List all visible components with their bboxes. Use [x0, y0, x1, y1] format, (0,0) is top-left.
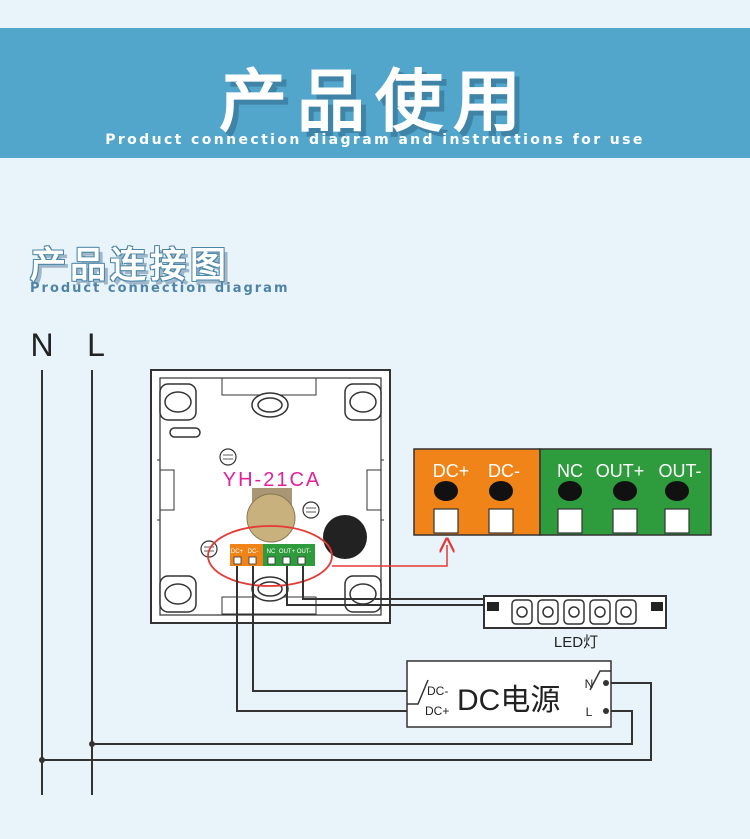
header-banner: 产品使用 Product connection diagram and inst… [0, 28, 750, 158]
enlarged-terminal-out-minus: OUT- [659, 461, 702, 481]
section-subtitle: Product connection diagram [30, 281, 290, 296]
device-terminal-block [230, 544, 315, 566]
wire-neutral-to-psu [42, 682, 652, 761]
neutral-label: N [30, 327, 53, 363]
enlarged-terminal-block [413, 448, 712, 536]
small-terminal-dc-plus: DC+ [231, 549, 244, 555]
led-strip [483, 595, 667, 629]
section-title: 产品连接图 [30, 245, 231, 286]
led-label: LED灯 [554, 634, 598, 651]
live-label: L [87, 327, 105, 363]
enlarged-terminal-nc: NC [557, 461, 583, 481]
small-terminal-nc: NC [267, 549, 276, 555]
psu-label: DC电源 [457, 684, 560, 717]
wire-live-to-psu [92, 710, 633, 745]
psu-n-label: N [585, 677, 594, 691]
device-model-label: YH-21CA [223, 469, 321, 491]
psu-dc-plus-label: DC+ [425, 704, 449, 718]
psu-dc-minus-label: DC- [427, 684, 448, 698]
banner-title: 产品使用 [218, 63, 531, 142]
small-terminal-dc-minus: DC- [248, 549, 259, 555]
enlarged-terminal-dc-minus: DC- [488, 461, 520, 481]
device-wires [236, 566, 487, 712]
small-terminal-out-minus: OUT- [297, 549, 311, 555]
device-back-plate [150, 369, 391, 624]
dc-power-supply [406, 660, 612, 728]
enlarged-terminal-dc-plus: DC+ [433, 461, 470, 481]
banner-subtitle: Product connection diagram and instructi… [105, 132, 645, 148]
psu-l-label: L [586, 705, 593, 719]
enlarged-terminal-out-plus: OUT+ [596, 461, 645, 481]
terminal-highlight-ellipse [207, 525, 333, 587]
highlight-arrow [332, 545, 447, 567]
small-terminal-out-plus: OUT+ [279, 549, 296, 555]
